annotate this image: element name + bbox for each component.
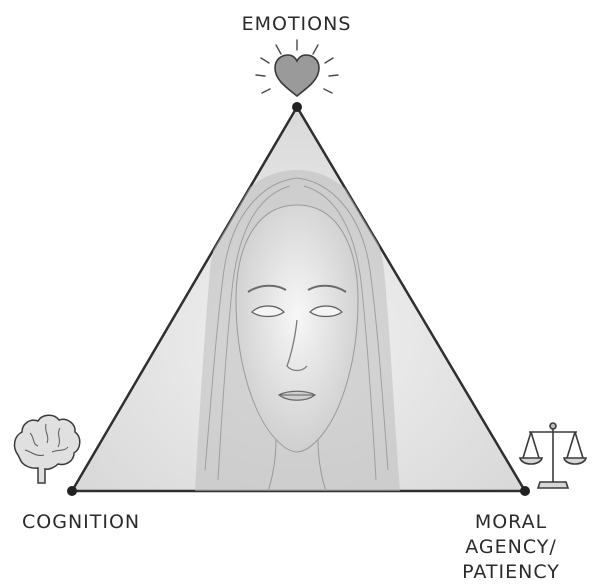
vertex-top [292, 102, 302, 112]
vertex-left [67, 486, 77, 496]
label-moral-agency-line2: PATIENCY [436, 560, 586, 585]
heart-icon [256, 40, 338, 96]
label-cognition: COGNITION [22, 511, 140, 533]
vertex-right [520, 486, 530, 496]
triangle-diagram: EMOTIONS COGNITION MORAL AGENCY/ PATIENC… [0, 0, 593, 556]
label-emotions: EMOTIONS [0, 13, 593, 35]
brain-icon [15, 415, 80, 483]
scales-icon [520, 423, 586, 488]
label-moral-agency: MORAL AGENCY/ PATIENCY [436, 510, 586, 585]
diagram-canvas [0, 0, 593, 556]
label-moral-agency-line1: MORAL AGENCY/ [436, 510, 586, 560]
face-portrait [195, 170, 400, 491]
